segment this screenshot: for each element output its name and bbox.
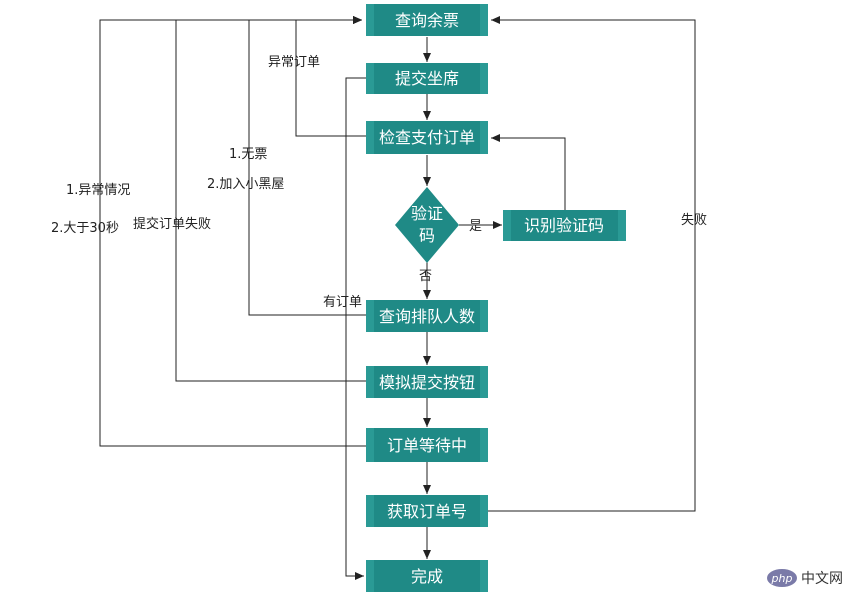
label-has-order: 有订单: [323, 295, 362, 310]
node-label: 提交坐席: [395, 69, 459, 88]
node-done: 完成: [366, 560, 488, 592]
node-label: 识别验证码: [524, 216, 604, 235]
label-blacklist: 2.加入小黑屋: [207, 177, 284, 192]
label-over-30s: 2.大于30秒: [51, 221, 119, 236]
node-get-order-number: 获取订单号: [366, 495, 488, 527]
label-yes: 是: [469, 219, 482, 234]
watermark: php 中文网: [767, 568, 843, 588]
node-query-queue: 查询排队人数: [366, 300, 488, 332]
node-simulate-submit: 模拟提交按钮: [366, 366, 488, 398]
edge-recognize-to-check: [491, 134, 566, 210]
node-recognize-captcha: 识别验证码: [503, 210, 626, 241]
edge-waiting-loop: [99, 16, 366, 447]
php-logo: php: [767, 569, 797, 587]
watermark-text: 中文网: [801, 571, 843, 587]
node-label: 获取订单号: [387, 502, 467, 521]
node-submit-seat: 提交坐席: [366, 63, 488, 94]
label-abnormal-order: 异常订单: [268, 55, 320, 70]
node-label: 订单等待中: [387, 436, 467, 455]
node-label: 模拟提交按钮: [379, 373, 475, 392]
node-order-waiting: 订单等待中: [366, 428, 488, 462]
label-submit-failed: 提交订单失败: [133, 216, 211, 232]
node-label: 码: [419, 226, 435, 245]
edge-simulate-loop: [175, 16, 366, 382]
label-failed: 失败: [681, 213, 707, 228]
node-label: 检查支付订单: [379, 128, 475, 147]
node-check-payment: 检查支付订单: [366, 121, 488, 154]
label-no: 否: [419, 269, 432, 284]
label-abnormal-case: 1.异常情况: [66, 183, 130, 198]
node-label: 验证: [411, 204, 443, 223]
edge-failed-loop: [488, 16, 696, 512]
edge-submit-to-done: [345, 77, 366, 580]
node-query-tickets: 查询余票: [366, 4, 488, 36]
node-label: 查询余票: [395, 11, 459, 30]
label-no-ticket: 1.无票: [229, 147, 267, 162]
node-captcha-decision: 验证 码: [395, 187, 459, 263]
node-label: 完成: [411, 567, 443, 586]
node-label: 查询排队人数: [379, 307, 475, 326]
